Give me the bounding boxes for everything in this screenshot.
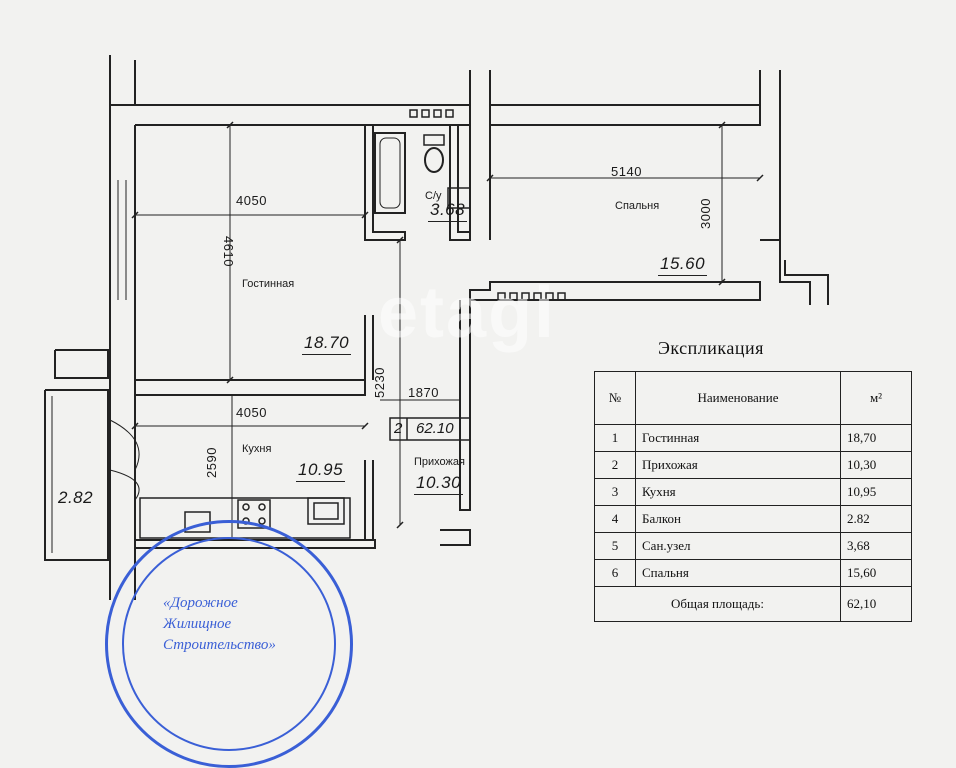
table-row: 6 Спальня 15,60: [594, 559, 912, 587]
header-num: №: [594, 371, 636, 425]
wall-top-right: [490, 104, 761, 126]
wall-top: [135, 104, 471, 126]
watermark-logo: etagi: [378, 273, 557, 353]
table-row: 1 Гостинная 18,70: [594, 424, 912, 452]
header-unit: м²: [840, 371, 912, 425]
total-label: Общая площадь:: [594, 586, 841, 622]
row-name: Гостинная: [635, 424, 841, 452]
apartment-rooms-count: 2: [394, 420, 403, 437]
sink: [447, 187, 471, 209]
apartment-total-area: 62.10: [416, 420, 454, 437]
dim-hall-height: 5230: [371, 367, 387, 398]
table-row: 5 Сан.узел 3,68: [594, 532, 912, 560]
room-name-living: Гостинная: [242, 278, 295, 290]
room-area-hall: 10.30: [414, 473, 464, 495]
row-num: 6: [594, 559, 636, 587]
row-num: 2: [594, 451, 636, 479]
floor-plan-drawing: [44, 55, 829, 600]
room-name-bedroom: Спальня: [615, 200, 660, 212]
table-row: 4 Балкон 2.82: [594, 505, 912, 533]
row-area: 10,30: [840, 451, 912, 479]
row-num: 4: [594, 505, 636, 533]
bathtub: [374, 132, 406, 214]
row-name: Сан.узел: [635, 532, 841, 560]
dim-living-width: 4050: [236, 193, 267, 208]
dim-bedroom-height: 3000: [697, 198, 713, 229]
stamp-line: Строительство»: [163, 637, 276, 653]
row-name: Балкон: [635, 505, 841, 533]
explication-header-row: № Наименование м²: [594, 371, 912, 425]
room-name-bathroom: С/у: [425, 190, 442, 202]
company-stamp: «Дорожное Жилищное Строительство»: [105, 520, 353, 768]
row-area: 18,70: [840, 424, 912, 452]
table-row: 3 Кухня 10,95: [594, 478, 912, 506]
wall-top-left: [109, 55, 136, 106]
room-name-hall: Прихожая: [414, 456, 465, 468]
row-name: Кухня: [635, 478, 841, 506]
toilet: [424, 147, 444, 173]
room-name-kitchen: Кухня: [242, 443, 272, 455]
total-value: 62,10: [840, 586, 912, 622]
dim-hall-width: 1870: [408, 385, 439, 400]
row-area: 15,60: [840, 559, 912, 587]
stamp-line: «Дорожное: [163, 595, 238, 611]
total-row: Общая площадь: 62,10: [594, 586, 912, 622]
row-num: 5: [594, 532, 636, 560]
room-area-kitchen: 10.95: [296, 460, 346, 482]
table-row: 2 Прихожая 10,30: [594, 451, 912, 479]
dim-kitchen-width: 4050: [236, 405, 267, 420]
row-num: 1: [594, 424, 636, 452]
row-area: 2.82: [840, 505, 912, 533]
balcony-outline: [54, 349, 109, 379]
explication-title: Экспликация: [658, 338, 764, 358]
stamp-line: Жилищное: [163, 616, 232, 632]
room-area-balcony: 2.82: [58, 488, 94, 507]
room-area-bathroom: 3.68: [428, 200, 468, 222]
row-area: 10,95: [840, 478, 912, 506]
room-area-living: 18.70: [302, 333, 352, 355]
dim-living-height: 4610: [220, 236, 236, 267]
row-name: Прихожая: [635, 451, 841, 479]
row-name: Спальня: [635, 559, 841, 587]
row-area: 3,68: [840, 532, 912, 560]
apartment-badge-box: [389, 417, 471, 441]
explication-table: № Наименование м² 1 Гостинная 18,70 2 Пр…: [594, 371, 912, 622]
room-area-bedroom: 15.60: [658, 254, 708, 276]
dim-bedroom-width: 5140: [611, 164, 642, 179]
stamp-text: «Дорожное Жилищное Строительство»: [163, 593, 276, 656]
header-name: Наименование: [635, 371, 841, 425]
dim-kitchen-height: 2590: [203, 447, 219, 478]
row-num: 3: [594, 478, 636, 506]
